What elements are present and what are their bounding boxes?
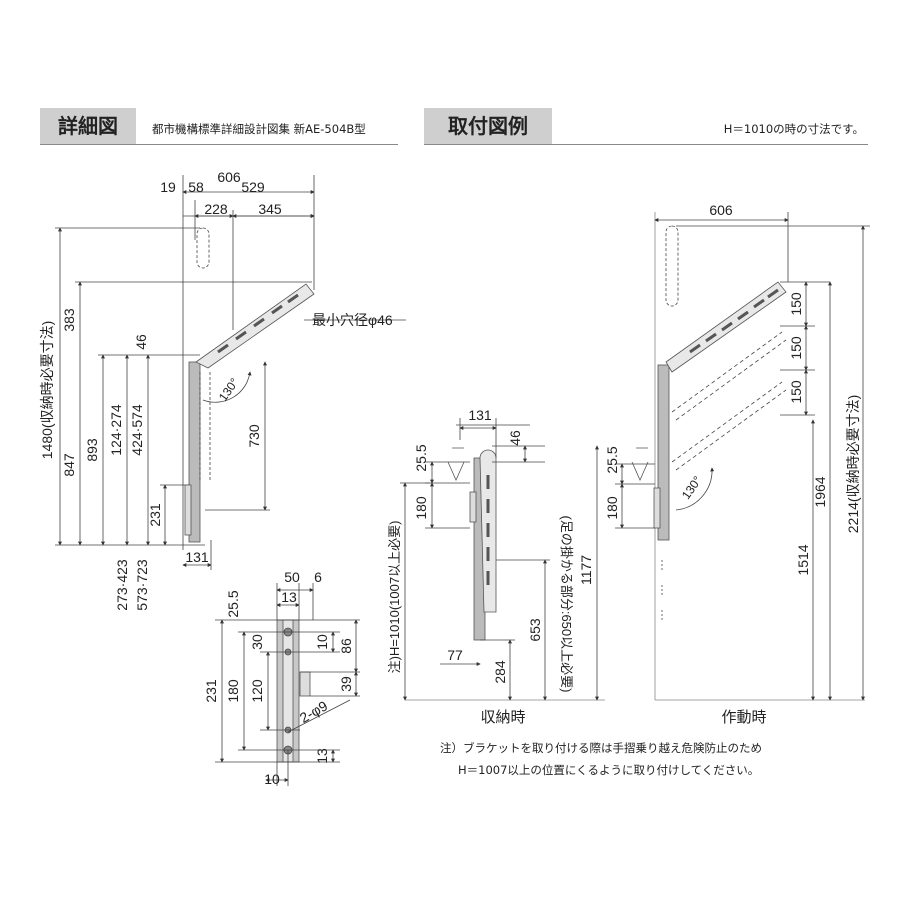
dim-131: 131: [185, 549, 209, 565]
dim-19: 19: [160, 179, 176, 195]
dim-1480: 1480(収納時必要寸法): [39, 321, 55, 459]
note-line-1: 注）ブラケットを取り付ける際は手摺乗り越え危険防止のため: [440, 741, 762, 755]
active-label: 作動時: [721, 709, 766, 726]
dim-606: 606: [217, 169, 241, 185]
active-dim-150-b: 150: [788, 336, 804, 360]
dim-273-423: 273·423: [114, 559, 130, 611]
install-tab: 取付図例: [424, 108, 552, 144]
dim-383: 383: [61, 308, 77, 332]
detail-dimension-labels: 606 19 58 529 228 345 1480(収納時必要寸法) 383 …: [39, 169, 393, 611]
stored-dim-77: 77: [447, 647, 463, 663]
stored-foot-note: (足の掛かる部分:650以上必要): [559, 516, 574, 693]
note-line-2: H＝1007以上の位置にくるように取り付けしてください。: [458, 763, 760, 777]
stored-dim-284: 284: [492, 660, 508, 684]
bracket-dim-231: 231: [203, 679, 219, 703]
detail-drawing: [55, 175, 406, 570]
active-dim-2214: 2214(収納時必要寸法): [845, 395, 861, 533]
dim-231: 231: [147, 503, 163, 527]
bracket-dim-30: 30: [249, 634, 265, 650]
dim-893: 893: [84, 438, 100, 462]
dim-228: 228: [204, 201, 228, 217]
stored-dim-H: 注)H=1010(1007以上必要): [387, 521, 402, 674]
stored-dim-131: 131: [468, 407, 492, 423]
stored-dim-25-5: 25.5: [413, 444, 429, 471]
stored-dim-1177: 1177: [578, 555, 594, 585]
bracket-dim-6: 6: [314, 569, 322, 585]
bracket-dim-120: 120: [249, 679, 265, 703]
bracket-dim-39: 39: [338, 676, 354, 692]
bracket-dim-50: 50: [284, 569, 300, 585]
install-header: 取付図例 H＝1010の時の寸法です。: [424, 108, 868, 145]
active-dim-150-a: 150: [788, 292, 804, 316]
dim-573-723: 573·723: [134, 559, 150, 611]
bracket-dim-10-bottom: 10: [264, 771, 280, 787]
dim-58: 58: [188, 179, 204, 195]
dim-424-574: 424·574: [129, 404, 145, 456]
angle-label: 130°: [216, 375, 242, 404]
dim-46: 46: [133, 334, 149, 350]
detail-subtitle: 都市機構標準詳細設計図集 新AE-504B型: [152, 122, 366, 136]
bracket-dim-13: 13: [281, 589, 297, 605]
dim-730: 730: [246, 424, 262, 448]
bracket-dim-180: 180: [225, 679, 241, 703]
active-dim-606: 606: [709, 202, 733, 218]
dim-345: 345: [258, 201, 282, 217]
bracket-hole-label: 2-φ9: [297, 697, 331, 726]
bracket-dim-10: 10: [314, 634, 330, 650]
active-dim-1964: 1964: [812, 476, 828, 507]
hole-label: 最小穴径φ46: [312, 312, 393, 328]
install-subtitle: H＝1010の時の寸法です。: [723, 122, 864, 136]
stored-label: 収納時: [480, 709, 525, 726]
stored-dim-653: 653: [527, 618, 543, 642]
dim-124-274: 124·274: [108, 404, 124, 456]
active-dim-25-5: 25.5: [604, 446, 620, 473]
detail-tab: 詳細図: [40, 108, 136, 144]
bracket-drawing: [215, 583, 360, 786]
dim-847: 847: [61, 453, 77, 477]
stored-drawing: [400, 418, 605, 701]
dim-529: 529: [241, 179, 265, 195]
active-drawing: [615, 212, 870, 701]
active-dim-1514: 1514: [795, 544, 811, 575]
stored-dim-46: 46: [507, 430, 523, 446]
detail-header: 詳細図 都市機構標準詳細設計図集 新AE-504B型: [40, 108, 398, 145]
bracket-dim-13-bottom: 13: [314, 748, 330, 764]
active-dim-180: 180: [604, 496, 620, 520]
bracket-dim-86: 86: [338, 638, 354, 654]
stored-dimension-labels: 131 46 25.5 180 注)H=1010(1007以上必要) (足の掛か…: [387, 407, 594, 726]
active-dim-150-c: 150: [788, 380, 804, 404]
bracket-dim-25-5: 25.5: [225, 590, 241, 617]
stored-dim-180: 180: [413, 496, 429, 520]
